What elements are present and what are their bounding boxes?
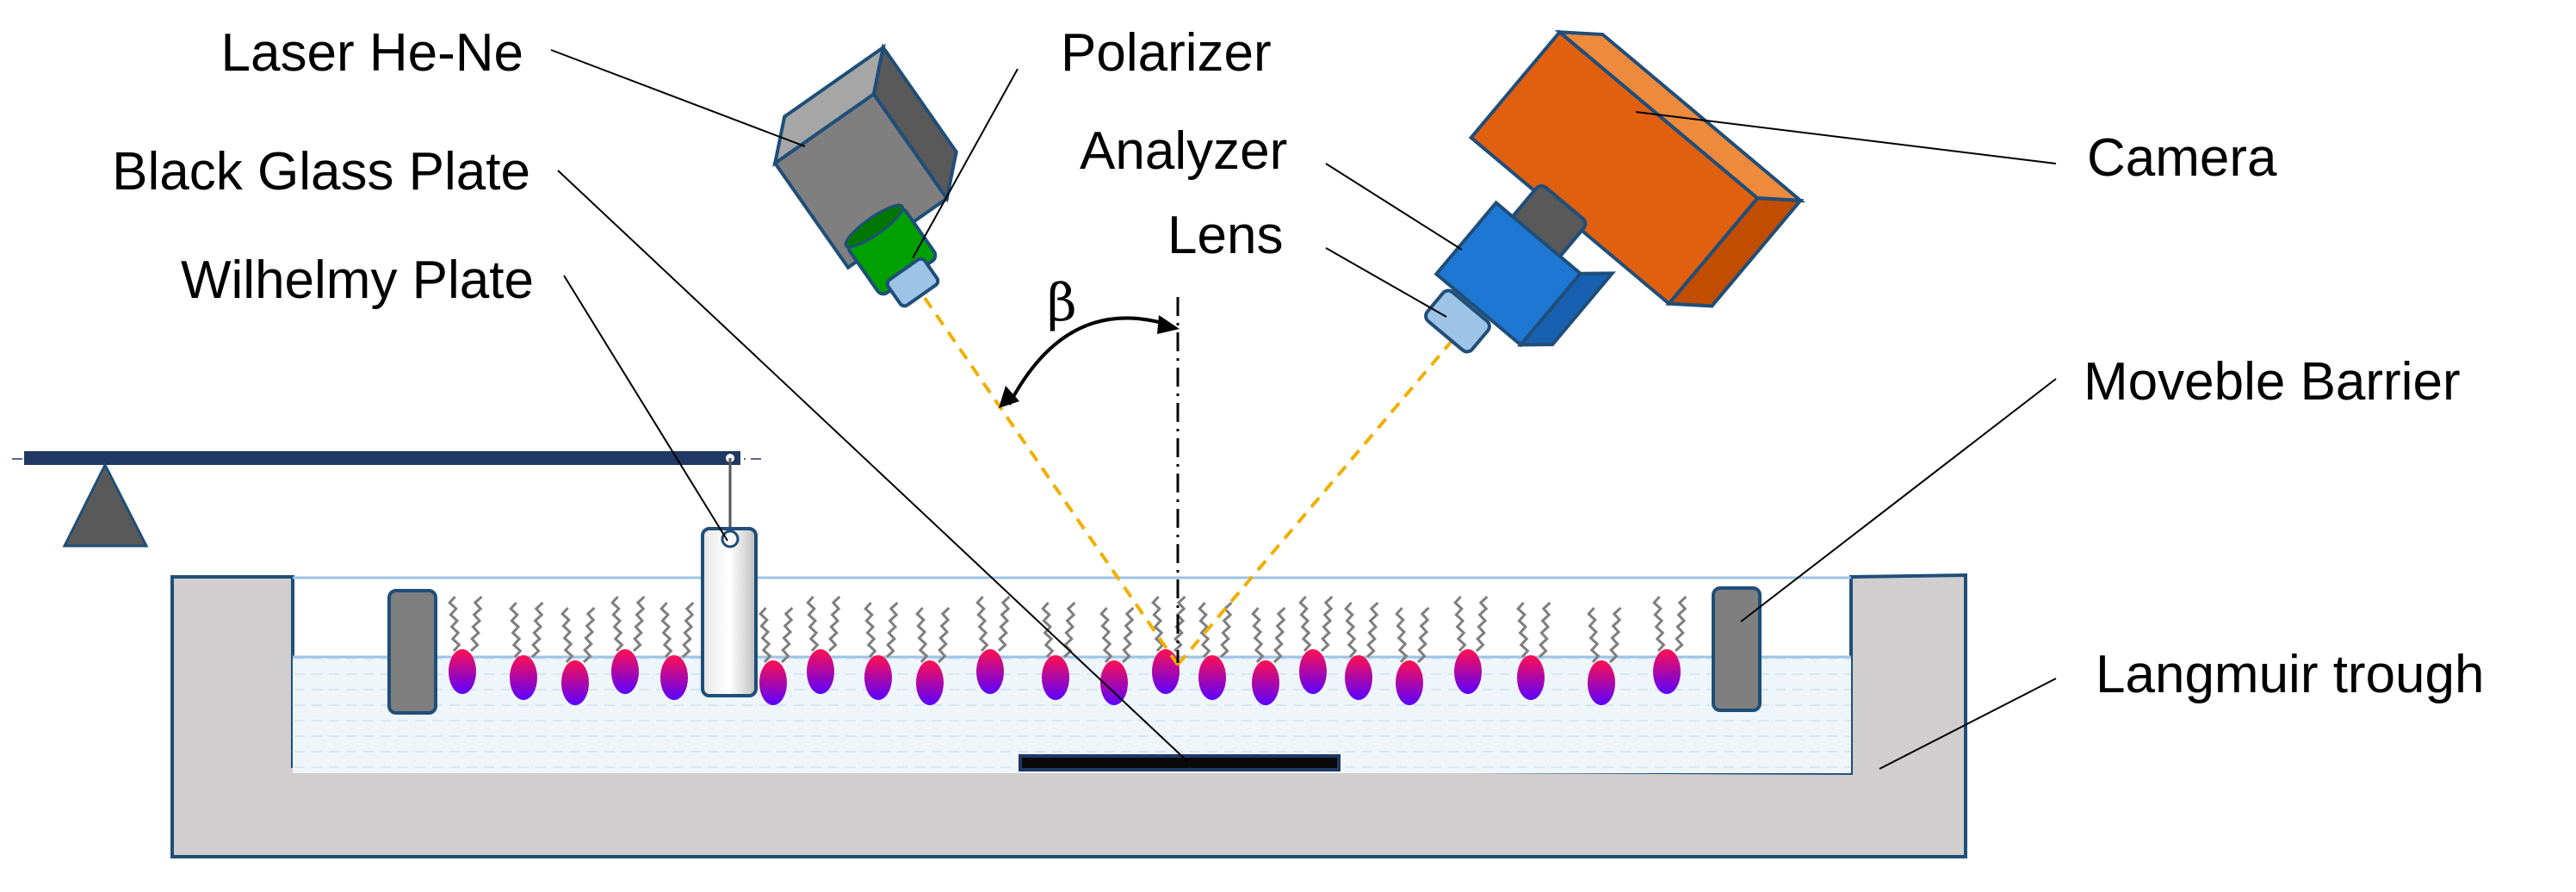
laser-lens <box>885 257 940 308</box>
molecule-head <box>1588 660 1615 705</box>
molecule-tail <box>1298 595 1334 653</box>
label-analyzer: Analyzer <box>1080 121 1287 181</box>
molecule-head <box>510 655 537 700</box>
molecule-tail <box>864 601 899 659</box>
langmuir-trough <box>170 573 1967 858</box>
molecule-head <box>1396 660 1423 705</box>
molecule-tail <box>1099 606 1135 664</box>
molecule-tail <box>560 606 596 664</box>
molecule-head <box>1517 655 1545 700</box>
wilhelmy-plate <box>701 527 758 697</box>
molecule-head <box>660 655 688 700</box>
molecule-head <box>759 660 787 705</box>
molecule-tail <box>1251 606 1286 664</box>
label-lens: Lens <box>1167 206 1283 265</box>
molecule-head <box>1198 655 1226 700</box>
molecule-tail <box>975 595 1011 653</box>
molecule-head <box>864 655 892 700</box>
molecule-head <box>611 649 639 694</box>
fixed-barrier <box>387 589 437 715</box>
molecule-head <box>807 649 834 694</box>
moveble-barrier[interactable] <box>1712 586 1762 712</box>
molecule-tail <box>915 606 951 664</box>
molecule-head <box>449 649 476 694</box>
label-langmuir-trough: Langmuir trough <box>2096 645 2485 704</box>
molecule-head <box>1653 649 1681 694</box>
label-wilhelmy-plate: Wilhelmy Plate <box>181 251 534 310</box>
molecule-tail <box>1587 606 1622 664</box>
leader-lines <box>550 49 2057 770</box>
molecule-head <box>1299 649 1327 694</box>
label-moveble-barrier: Moveble Barrier <box>2084 352 2461 412</box>
molecule-tail <box>509 601 544 659</box>
molecule-head <box>1345 655 1372 700</box>
molecule-tail <box>1344 601 1379 659</box>
molecule-tail <box>1652 595 1687 653</box>
molecule-tail <box>610 595 646 653</box>
camera-lens <box>1424 288 1491 354</box>
molecule-head <box>1454 649 1482 694</box>
molecule-tail <box>1395 606 1430 664</box>
molecule-head <box>1042 655 1069 700</box>
analyzer <box>1434 200 1616 348</box>
molecule-tail <box>448 595 483 653</box>
molecule-tail <box>1516 601 1551 659</box>
black-glass-plate <box>1019 754 1341 771</box>
angle-arc <box>999 315 1180 408</box>
molecule-head <box>976 649 1004 694</box>
molecule-tail <box>659 601 695 659</box>
molecule-tail <box>1198 601 1233 659</box>
wilhelmy-balance <box>12 451 766 548</box>
molecule-tail <box>759 606 794 664</box>
molecule-tail <box>1453 595 1489 653</box>
label-polarizer: Polarizer <box>1061 23 1272 83</box>
molecule-head <box>1252 660 1279 705</box>
molecule-tail <box>806 595 841 653</box>
angle-label: β <box>1047 273 1077 333</box>
molecule-tail <box>1151 595 1186 653</box>
molecule-head <box>561 660 589 705</box>
molecule-monolayer <box>448 595 1687 705</box>
molecule-head <box>916 660 944 705</box>
label-camera: Camera <box>2087 128 2277 188</box>
light-beam <box>923 296 1459 666</box>
label-black-glass-plate: Black Glass Plate <box>112 142 530 201</box>
molecule-head <box>1152 649 1180 694</box>
molecule-head <box>1100 660 1128 705</box>
label-laser: Laser He-Ne <box>221 23 523 83</box>
